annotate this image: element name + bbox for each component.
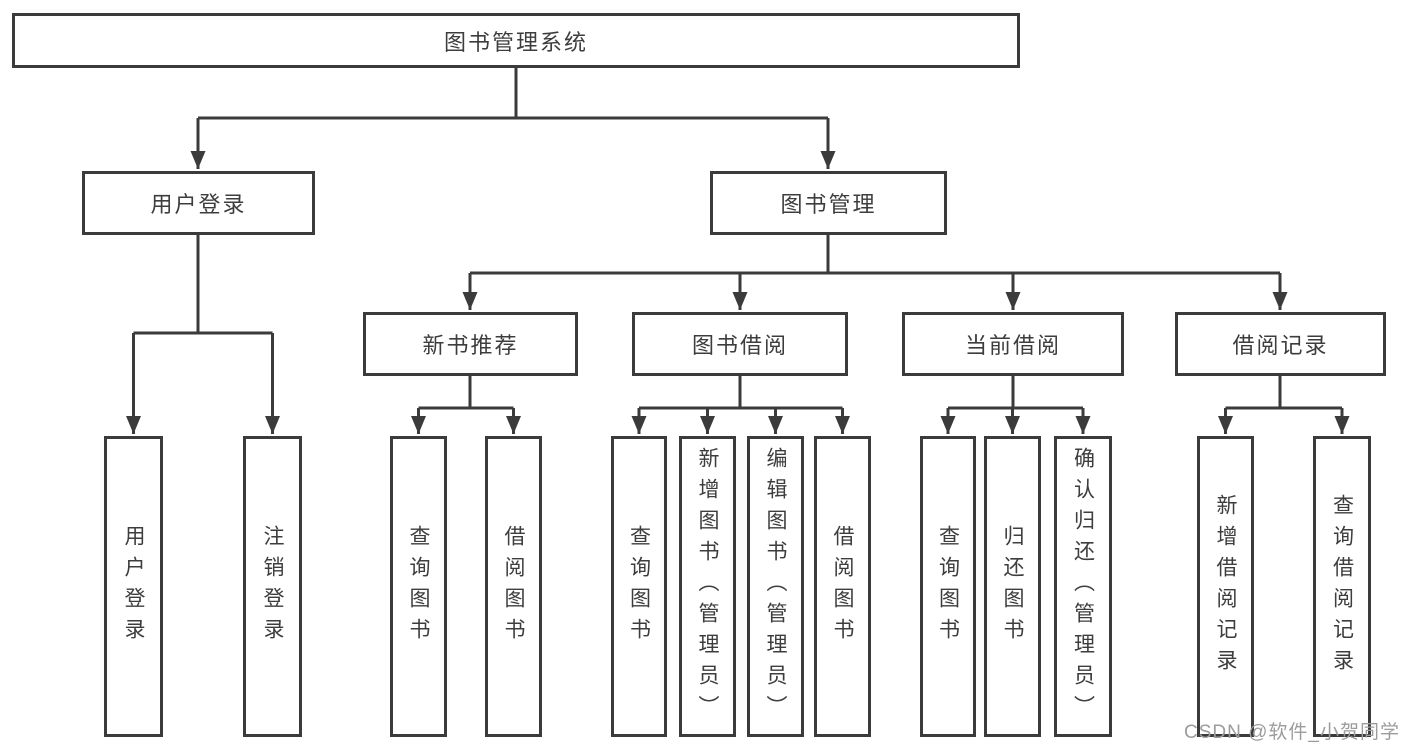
- connector-book-management-bracket: [470, 235, 1280, 275]
- node-borrow-books-borrowing-label: 借阅图书: [831, 524, 854, 649]
- connector-user-login: [126, 235, 280, 434]
- node-borrow-books-borrowing: 借阅图书: [814, 436, 871, 737]
- node-book-management-label: 图书管理: [780, 192, 877, 217]
- node-user-login-leaf: 用户登录: [104, 436, 163, 737]
- node-confirm-return-admin: 确认归还（管理员）: [1054, 436, 1112, 737]
- node-add-books-admin: 新增图书（管理员）: [679, 436, 736, 737]
- connector-book-borrowing-bracket: [639, 376, 843, 410]
- connector-new-book-recommendation-bracket: [418, 376, 514, 410]
- watermark: CSDN @软件_小贺同学: [1184, 722, 1400, 743]
- node-add-borrow-record: 新增借阅记录: [1197, 436, 1254, 737]
- node-user-login-leaf-label: 用户登录: [122, 524, 145, 649]
- connector-book-borrowing: [631, 376, 850, 434]
- connector-book-management: [462, 235, 1288, 310]
- connector-current-borrowing-bracket: [948, 376, 1083, 410]
- node-add-borrow-record-label: 新增借阅记录: [1214, 493, 1237, 680]
- connector-root: [190, 68, 836, 169]
- connector-root-bracket: [198, 68, 828, 120]
- node-logout-leaf: 注销登录: [243, 436, 302, 737]
- node-borrowing-records: 借阅记录: [1175, 312, 1386, 376]
- node-query-books-current-label: 查询图书: [936, 524, 960, 649]
- node-new-book-recommendation: 新书推荐: [363, 312, 578, 376]
- node-query-books-recommend-label: 查询图书: [407, 524, 430, 649]
- node-query-borrow-record-label: 查询借阅记录: [1330, 493, 1354, 680]
- connector-borrowing-records: [1218, 376, 1350, 434]
- node-return-books-label: 归还图书: [1001, 524, 1024, 649]
- node-user-login: 用户登录: [82, 171, 315, 235]
- node-query-books-recommend: 查询图书: [390, 436, 447, 737]
- node-return-books: 归还图书: [984, 436, 1041, 737]
- node-confirm-return-admin-label: 确认归还（管理员）: [1071, 447, 1095, 726]
- node-root: 图书管理系统: [12, 13, 1020, 68]
- node-edit-books-admin-label: 编辑图书（管理员）: [764, 447, 787, 726]
- connector-current-borrowing: [940, 376, 1091, 434]
- node-current-borrowing: 当前借阅: [902, 312, 1124, 376]
- node-add-books-admin-label: 新增图书（管理员）: [696, 447, 719, 726]
- connector-borrowing-records-bracket: [1225, 376, 1342, 410]
- node-root-label: 图书管理系统: [443, 29, 588, 55]
- node-query-books-borrowing-label: 查询图书: [627, 524, 651, 649]
- node-edit-books-admin: 编辑图书（管理员）: [747, 436, 804, 737]
- node-query-books-current: 查询图书: [920, 436, 976, 737]
- node-book-management: 图书管理: [710, 171, 947, 235]
- node-borrowing-records-label: 借阅记录: [1232, 333, 1329, 358]
- node-borrow-books-recommend-label: 借阅图书: [502, 524, 525, 649]
- node-new-book-recommendation-label: 新书推荐: [422, 333, 519, 358]
- node-book-borrowing: 图书借阅: [632, 312, 848, 376]
- node-query-books-borrowing: 查询图书: [611, 436, 667, 737]
- node-query-borrow-record: 查询借阅记录: [1313, 436, 1371, 737]
- node-user-login-label: 用户登录: [150, 192, 247, 217]
- connector-user-login-bracket: [133, 235, 273, 335]
- node-current-borrowing-label: 当前借阅: [964, 333, 1061, 358]
- node-borrow-books-recommend: 借阅图书: [485, 436, 542, 737]
- node-book-borrowing-label: 图书借阅: [691, 333, 788, 358]
- connector-new-book-recommendation: [411, 376, 521, 434]
- node-logout-leaf-label: 注销登录: [261, 524, 284, 649]
